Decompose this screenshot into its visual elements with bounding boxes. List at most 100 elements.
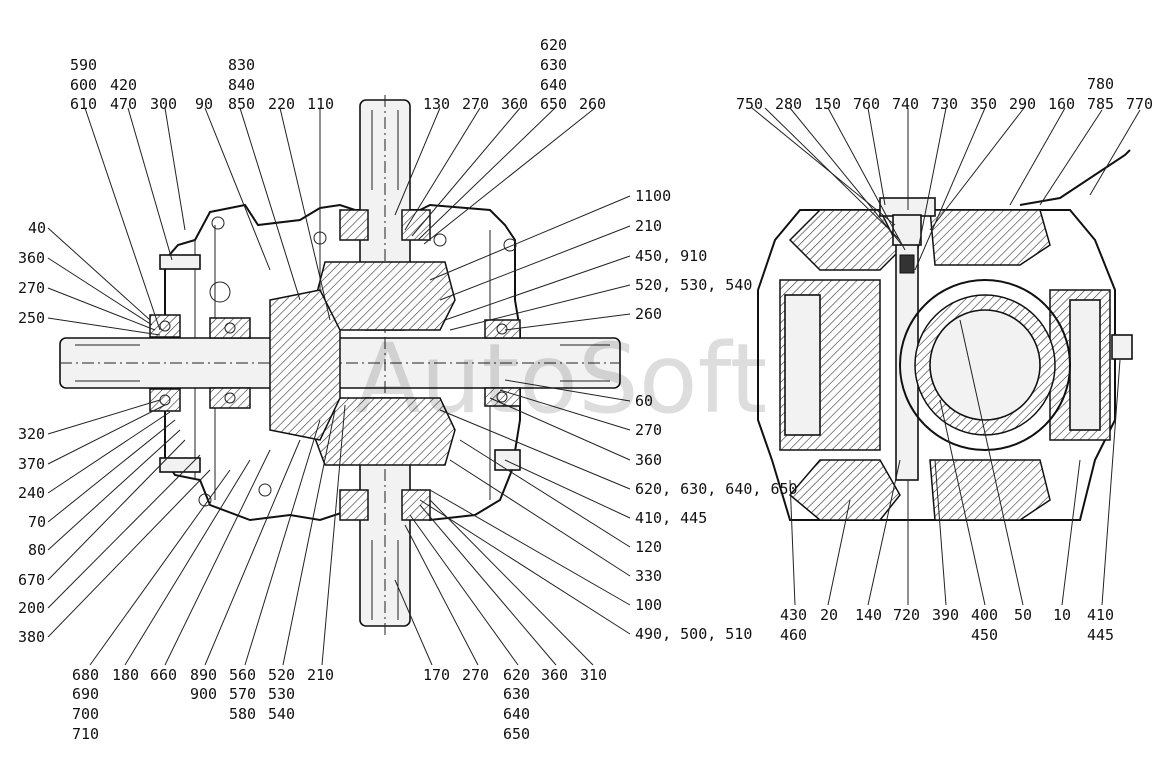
bolts: [159, 216, 521, 507]
part-label: 770: [1126, 95, 1153, 113]
part-label: 850: [228, 95, 255, 113]
part-label: 170: [423, 666, 450, 684]
part-label: 100: [635, 596, 662, 614]
part-label: 680: [72, 666, 99, 684]
part-label: 260: [579, 95, 606, 113]
part-label: 80: [28, 541, 46, 559]
part-label: 630: [503, 685, 530, 703]
part-label: 130: [423, 95, 450, 113]
rod-detent: [899, 254, 915, 274]
top-bolt-body: [892, 214, 922, 246]
part-label: 360: [635, 451, 662, 469]
left-pocket: [784, 294, 821, 436]
part-label: 430: [780, 606, 807, 624]
part-label: 60: [635, 392, 653, 410]
part-label: 740: [892, 95, 919, 113]
part-label: 630: [540, 56, 567, 74]
left-leader-lines: [47, 107, 631, 666]
part-label: 470: [110, 95, 137, 113]
bore-outer: [899, 279, 1071, 451]
part-label: 10: [1053, 606, 1071, 624]
part-label: 290: [1009, 95, 1036, 113]
part-label: 270: [18, 279, 45, 297]
part-label: 220: [268, 95, 295, 113]
part-label: 120: [635, 538, 662, 556]
part-label: 210: [635, 217, 662, 235]
part-label: 390: [932, 606, 959, 624]
part-label: 710: [72, 725, 99, 743]
part-label: 360: [541, 666, 568, 684]
part-label: 620: [503, 666, 530, 684]
right-end-view: [751, 107, 1141, 606]
part-label: 210: [307, 666, 334, 684]
part-label: 530: [268, 685, 295, 703]
bottom-right-rib: [929, 459, 1051, 521]
part-label: 410: [1087, 606, 1114, 624]
right-leader-lines: [751, 107, 1141, 606]
part-label: 1100: [635, 187, 671, 205]
part-label: 570: [229, 685, 256, 703]
part-label: 90: [195, 95, 213, 113]
part-label: 270: [635, 421, 662, 439]
part-label: 70: [28, 513, 46, 531]
part-label: 260: [635, 305, 662, 323]
side-bolt: [1111, 334, 1133, 360]
bearings: [149, 209, 521, 521]
right-pocket: [1069, 299, 1101, 431]
part-label: 520: [268, 666, 295, 684]
part-label: 590: [70, 56, 97, 74]
part-label: 160: [1048, 95, 1075, 113]
part-label: 830: [228, 56, 255, 74]
part-label: 250: [18, 309, 45, 327]
side-bevel-gear: [269, 289, 341, 441]
part-label: 270: [462, 95, 489, 113]
part-label: 700: [72, 705, 99, 723]
part-label: 690: [72, 685, 99, 703]
left-sectional-view: [47, 95, 631, 666]
part-label: 670: [18, 571, 45, 589]
part-label: 40: [28, 219, 46, 237]
lever-arm: [1019, 149, 1131, 206]
part-label: 720: [893, 606, 920, 624]
part-label: 520, 530, 540: [635, 276, 752, 294]
part-label: 450, 910: [635, 247, 707, 265]
part-label: 600: [70, 76, 97, 94]
part-label: 890: [190, 666, 217, 684]
bore-inner: [929, 309, 1041, 421]
part-label: 560: [229, 666, 256, 684]
part-label: 410, 445: [635, 509, 707, 527]
upper-bevel-gear: [314, 261, 456, 331]
top-right-rib: [929, 209, 1051, 266]
part-label: 280: [775, 95, 802, 113]
part-label: 20: [820, 606, 838, 624]
right-labels: 750 280 150 760 740 730 350 290 160 780 …: [736, 75, 1153, 644]
part-label: 150: [814, 95, 841, 113]
part-label: 460: [780, 626, 807, 644]
part-label: 370: [18, 455, 45, 473]
part-label: 640: [540, 76, 567, 94]
bottom-left-rib: [788, 459, 901, 521]
part-label: 180: [112, 666, 139, 684]
vertical-shaft-splines: [371, 110, 399, 620]
part-label: 640: [503, 705, 530, 723]
part-label: 350: [970, 95, 997, 113]
part-label: 730: [931, 95, 958, 113]
part-label: 445: [1087, 626, 1114, 644]
left-labels: 590 600 610 420 470 300 90 830 840 850 2…: [18, 36, 798, 743]
part-label: 840: [228, 76, 255, 94]
part-label: 610: [70, 95, 97, 113]
part-label: 420: [110, 76, 137, 94]
part-label: 50: [1014, 606, 1032, 624]
part-label: 270: [462, 666, 489, 684]
shaft-splines: [75, 344, 610, 382]
part-label: 240: [18, 484, 45, 502]
top-left-rib: [788, 209, 901, 271]
part-label: 580: [229, 705, 256, 723]
part-label: 360: [18, 249, 45, 267]
part-label: 650: [540, 95, 567, 113]
part-label: 620: [540, 36, 567, 54]
part-label: 540: [268, 705, 295, 723]
part-label: 450: [971, 626, 998, 644]
part-label: 900: [190, 685, 217, 703]
